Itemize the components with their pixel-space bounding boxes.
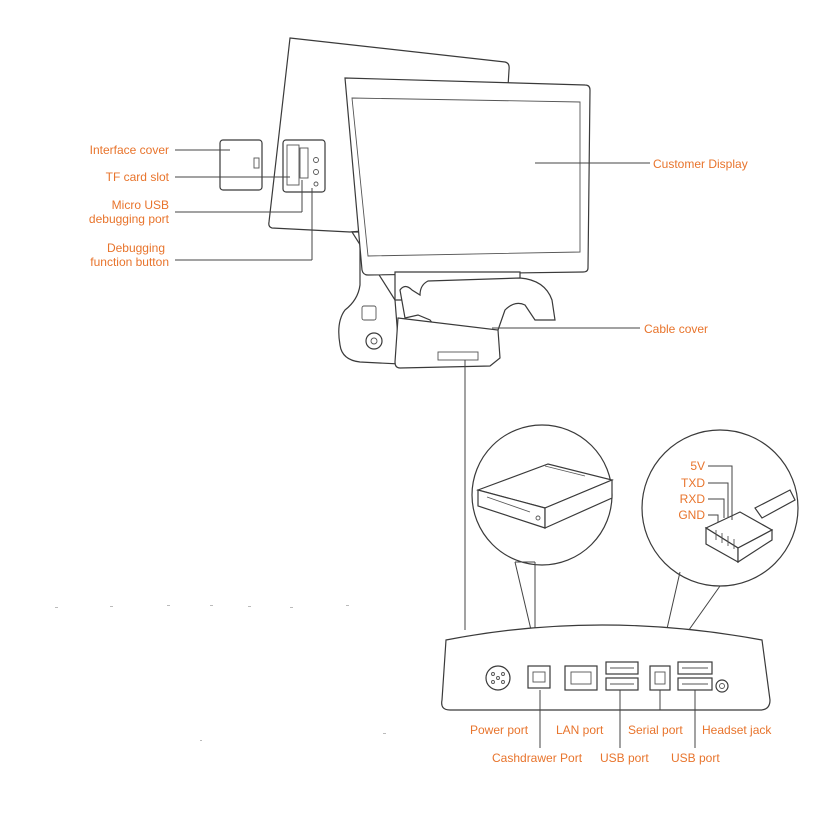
label-power-port: Power port [470, 723, 529, 737]
cashdrawer-rj-port-icon [527, 665, 551, 689]
label-customer-display: Customer Display [653, 157, 748, 171]
label-usb-port-2: USB port [671, 751, 720, 765]
label-usb-port-1: USB port [600, 751, 649, 765]
label-pin-rxd: RXD [680, 492, 706, 506]
label-serial-port: Serial port [628, 723, 683, 737]
main-display [344, 77, 591, 276]
label-lan-port: LAN port [556, 723, 604, 737]
label-headset-jack: Headset jack [702, 723, 772, 737]
leader-lines-top [175, 149, 650, 329]
label-tf-card-slot: TF card slot [106, 170, 170, 184]
label-cable-cover: Cable cover [644, 322, 708, 336]
base-unit [441, 624, 771, 711]
cable-cover-part [394, 277, 556, 369]
interface-cover-part [219, 139, 263, 191]
leader-lines-bottom [539, 690, 696, 748]
serial-rj-port-icon [649, 665, 671, 691]
lan-rj-port-icon [564, 665, 598, 691]
label-pin-txd: TXD [681, 476, 705, 490]
cash-drawer-magnifier [471, 424, 614, 669]
label-pin-5v: 5V [690, 459, 705, 473]
rear-port-area [282, 139, 326, 193]
usb-port-icon [605, 661, 639, 691]
noise-specks [55, 605, 386, 741]
label-interface-cover: Interface cover [90, 143, 169, 157]
cash-drawer-icon [476, 463, 614, 529]
serial-magnifier [641, 429, 799, 669]
headset-jack-icon [715, 679, 729, 693]
label-cashdrawer-port: Cashdrawer Port [492, 751, 583, 765]
labels: Interface cover TF card slot Micro USB d… [89, 143, 772, 765]
label-micro-usb-line2: debugging port [89, 212, 170, 226]
label-debug-btn-line2: function button [90, 255, 169, 269]
label-micro-usb-line1: Micro USB [112, 198, 169, 212]
usb-port-2-icon [677, 661, 713, 691]
label-pin-gnd: GND [678, 508, 705, 522]
rj11-connector-icon [704, 489, 796, 564]
power-port-icon [485, 665, 511, 691]
label-debug-btn-line1: Debugging [107, 241, 165, 255]
stand-base [338, 231, 401, 365]
